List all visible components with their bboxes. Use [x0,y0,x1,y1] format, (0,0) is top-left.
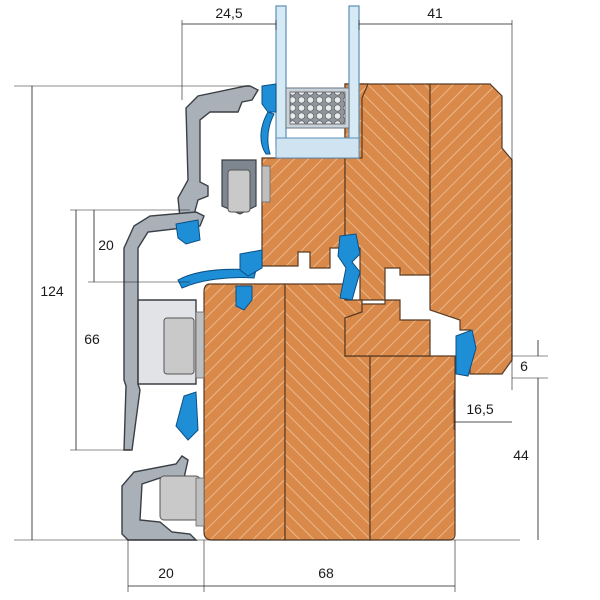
fastening-clips [159,165,271,527]
glass-spacer-desiccant [289,91,346,125]
dim-label-bottom-right: 68 [318,565,334,581]
sash-cover-seal [175,219,201,245]
dim-label-right-small: 6 [520,358,528,374]
dim-label-right-mid: 16,5 [466,401,493,417]
dim-label-right-lower: 44 [513,447,529,463]
center-seal [337,233,361,301]
frame-seal-center [239,249,263,277]
glass-pane-inner [275,5,287,149]
dim-label-left-small: 20 [98,237,114,253]
frame-wood [203,283,456,541]
frame-wood-lamella-3 [369,355,456,541]
clip-sash-socket [261,165,271,203]
dim-label-bottom-left: 20 [158,565,174,581]
sill-seal [175,391,199,441]
frame-wood-rebate [344,299,431,357]
glass-pane-outer [348,5,360,149]
sash-wood-lamella-3 [429,83,513,375]
frame-seal-outer [177,268,257,289]
sash-wood-lamella-1 [261,157,346,269]
dim-label-top-left: 24,5 [215,5,242,21]
clip-frame-socket-upper [195,311,205,379]
frame-wood-lamella-1 [203,283,286,541]
seals [175,83,477,441]
aluminium-sash-cover [177,85,259,223]
glazing-seal-inner [261,83,277,113]
clip-frame-socket-lower [195,477,205,527]
clip-sash [227,169,251,213]
dimension-lines [14,20,548,592]
rebate-seal [455,329,477,377]
frame-seal-lip [235,285,253,311]
dim-label-left-overall: 124 [40,283,64,299]
clip-frame-upper [163,317,195,375]
insulating-glass-unit [275,5,360,159]
glass-edge-seal [275,137,360,159]
clip-frame-lower [159,475,201,521]
dim-label-left-mid: 66 [84,331,100,347]
dim-label-top-right: 41 [427,5,443,21]
glazing-seal-lip [260,111,275,155]
